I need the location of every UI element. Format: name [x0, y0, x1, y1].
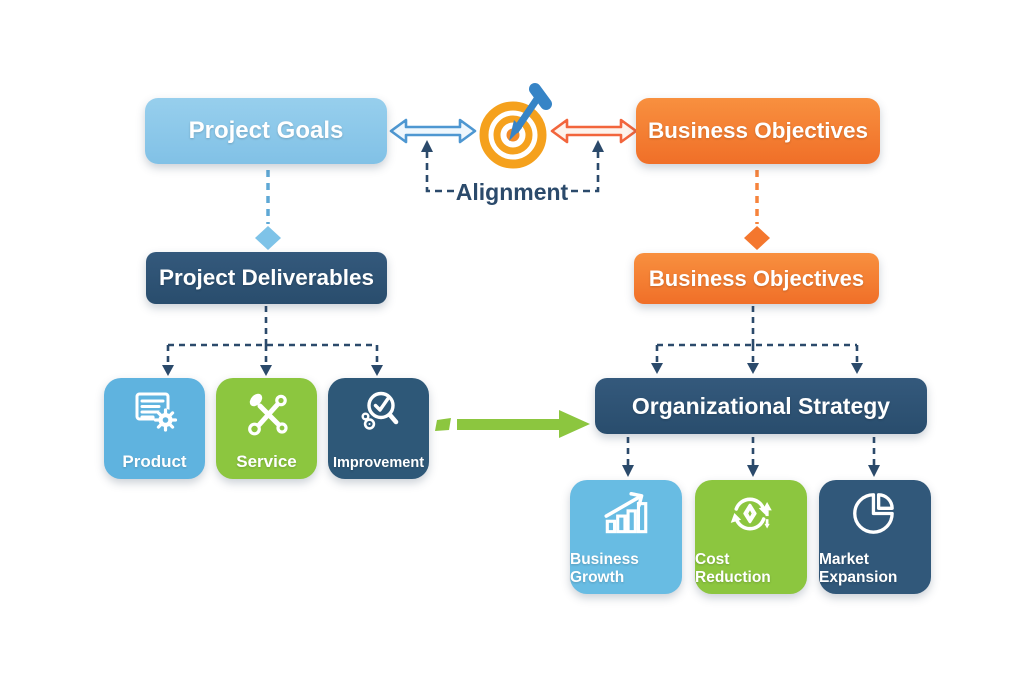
cost-cycle-icon — [730, 497, 772, 531]
card-product: Product — [104, 378, 205, 479]
green-arrow-icon — [435, 410, 590, 438]
pie-chart-icon — [853, 493, 894, 534]
market-expansion-label: Market Expansion — [819, 551, 898, 586]
growth-chart-icon — [604, 491, 648, 534]
card-market-expansion: Market Expansion — [819, 480, 931, 594]
business-objectives-top-label: Business Objectives — [647, 118, 869, 143]
alignment-label: Alignment — [455, 179, 569, 205]
objectives-to-objectives-connector — [744, 170, 770, 250]
target-dart-icon — [479, 83, 552, 169]
product-label: Product — [122, 451, 187, 471]
business-growth-label: Business Growth — [570, 551, 639, 586]
goals-to-deliverables-connector — [255, 170, 281, 250]
business-objectives-mid-label: Business Objectives — [648, 265, 865, 291]
project-goals-label: Project Goals — [188, 117, 344, 144]
card-cost-reduction: Cost Reduction — [695, 480, 807, 594]
organizational-strategy-label: Organizational Strategy — [631, 392, 891, 419]
node-project-goals: Project Goals — [145, 98, 387, 164]
document-gear-icon — [135, 392, 177, 432]
magnifier-check-icon — [360, 391, 398, 430]
card-service: Service — [216, 378, 317, 479]
objectives-to-strategy-connector — [651, 306, 863, 374]
improvement-label: Improvement — [332, 454, 425, 471]
node-business-objectives-top: Business Objectives — [636, 98, 880, 164]
crossed-tools-icon — [247, 393, 288, 436]
blue-double-arrow-icon — [389, 118, 477, 144]
project-deliverables-label: Project Deliverables — [158, 265, 375, 290]
strategy-branch-connector — [622, 437, 880, 477]
node-organizational-strategy: Organizational Strategy — [595, 378, 927, 434]
service-label: Service — [236, 451, 297, 471]
node-business-objectives-mid: Business Objectives — [634, 253, 879, 304]
deliverables-branch-connector — [162, 306, 383, 376]
node-project-deliverables: Project Deliverables — [146, 252, 387, 304]
cost-reduction-label: Cost Reduction — [695, 551, 771, 586]
card-improvement: Improvement — [328, 378, 429, 479]
card-business-growth: Business Growth — [570, 480, 682, 594]
orange-double-arrow-icon — [550, 118, 638, 144]
